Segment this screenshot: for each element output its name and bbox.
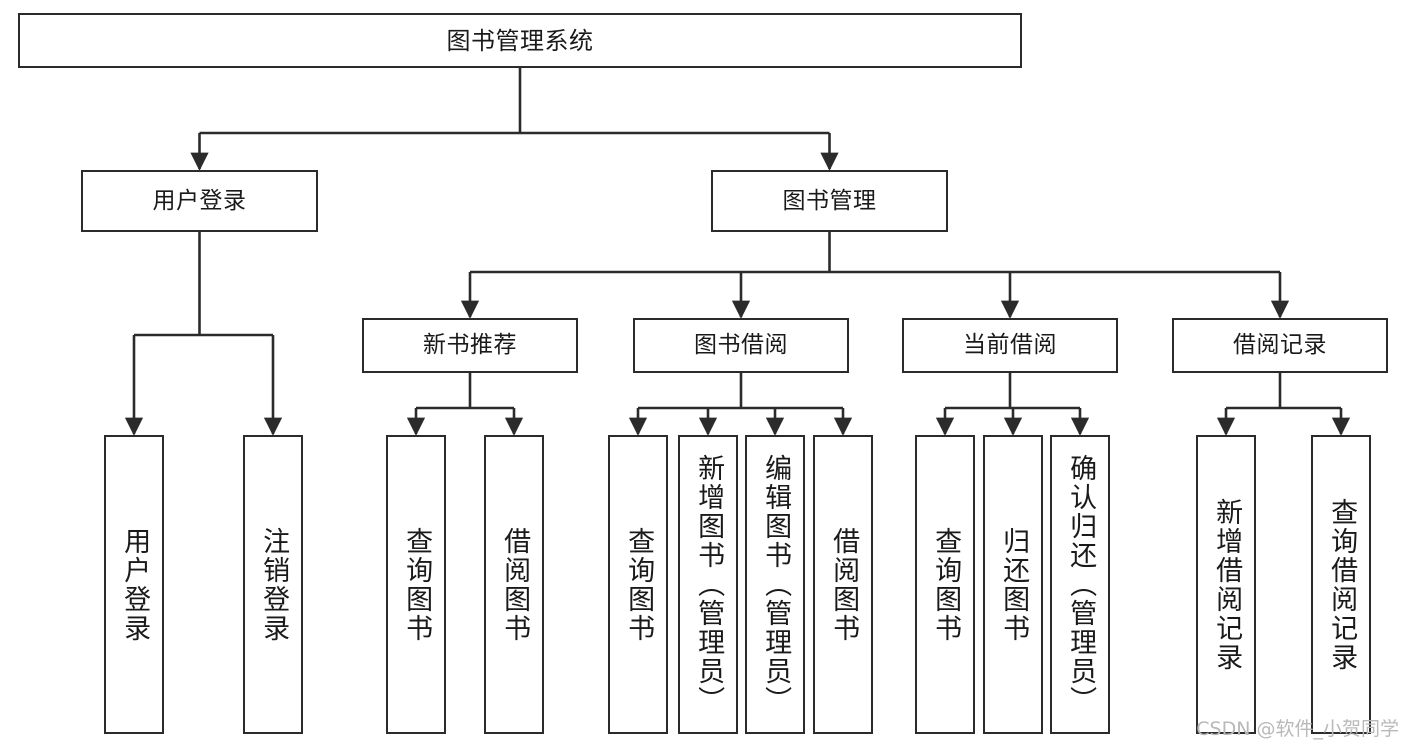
- node-bookmgmt[interactable]: 图书管理: [711, 170, 948, 232]
- node-label: 借阅图书: [499, 526, 531, 643]
- node-label: 归还图书: [998, 526, 1030, 643]
- node-root[interactable]: 图书管理系统: [18, 13, 1022, 68]
- node-c2[interactable]: 归还图书: [983, 435, 1043, 734]
- node-newbook[interactable]: 新书推荐: [362, 318, 578, 373]
- node-label: 查询图书: [930, 526, 962, 643]
- node-label: 当前借阅: [963, 332, 1057, 359]
- node-label: 查询图书: [401, 526, 433, 643]
- node-l2[interactable]: 注销登录: [243, 435, 303, 734]
- node-l1[interactable]: 用户登录: [104, 435, 164, 734]
- node-records[interactable]: 借阅记录: [1172, 318, 1388, 373]
- node-r1[interactable]: 新增借阅记录: [1196, 435, 1256, 734]
- node-label: 图书管理系统: [446, 26, 594, 55]
- node-c3[interactable]: 确认归还（管理员）: [1050, 435, 1110, 734]
- node-borrow[interactable]: 图书借阅: [633, 318, 849, 373]
- node-label: 借阅图书: [828, 526, 860, 643]
- node-label: 编辑图书（管理员）: [760, 454, 792, 715]
- node-label: 借阅记录: [1233, 332, 1327, 359]
- watermark: CSDN @软件_小贺同学: [1196, 718, 1399, 740]
- node-label: 用户登录: [119, 526, 151, 643]
- node-b4[interactable]: 借阅图书: [813, 435, 873, 734]
- node-b2[interactable]: 新增图书（管理员）: [678, 435, 738, 734]
- node-current[interactable]: 当前借阅: [902, 318, 1118, 373]
- node-label: 图书管理: [782, 187, 877, 214]
- node-c1[interactable]: 查询图书: [915, 435, 975, 734]
- node-label: 新增借阅记录: [1211, 497, 1243, 672]
- node-n1[interactable]: 查询图书: [386, 435, 446, 734]
- node-n2[interactable]: 借阅图书: [484, 435, 544, 734]
- node-label: 注销登录: [258, 526, 290, 643]
- node-b1[interactable]: 查询图书: [608, 435, 668, 734]
- node-label: 用户登录: [152, 187, 247, 214]
- node-label: 新增图书（管理员）: [693, 454, 725, 715]
- node-b3[interactable]: 编辑图书（管理员）: [745, 435, 805, 734]
- node-r2[interactable]: 查询借阅记录: [1311, 435, 1371, 734]
- node-label: 查询图书: [623, 526, 655, 643]
- node-login[interactable]: 用户登录: [81, 170, 318, 232]
- node-label: 查询借阅记录: [1326, 497, 1358, 672]
- node-label: 新书推荐: [423, 332, 517, 359]
- node-label: 图书借阅: [694, 332, 788, 359]
- node-label: 确认归还（管理员）: [1065, 454, 1097, 715]
